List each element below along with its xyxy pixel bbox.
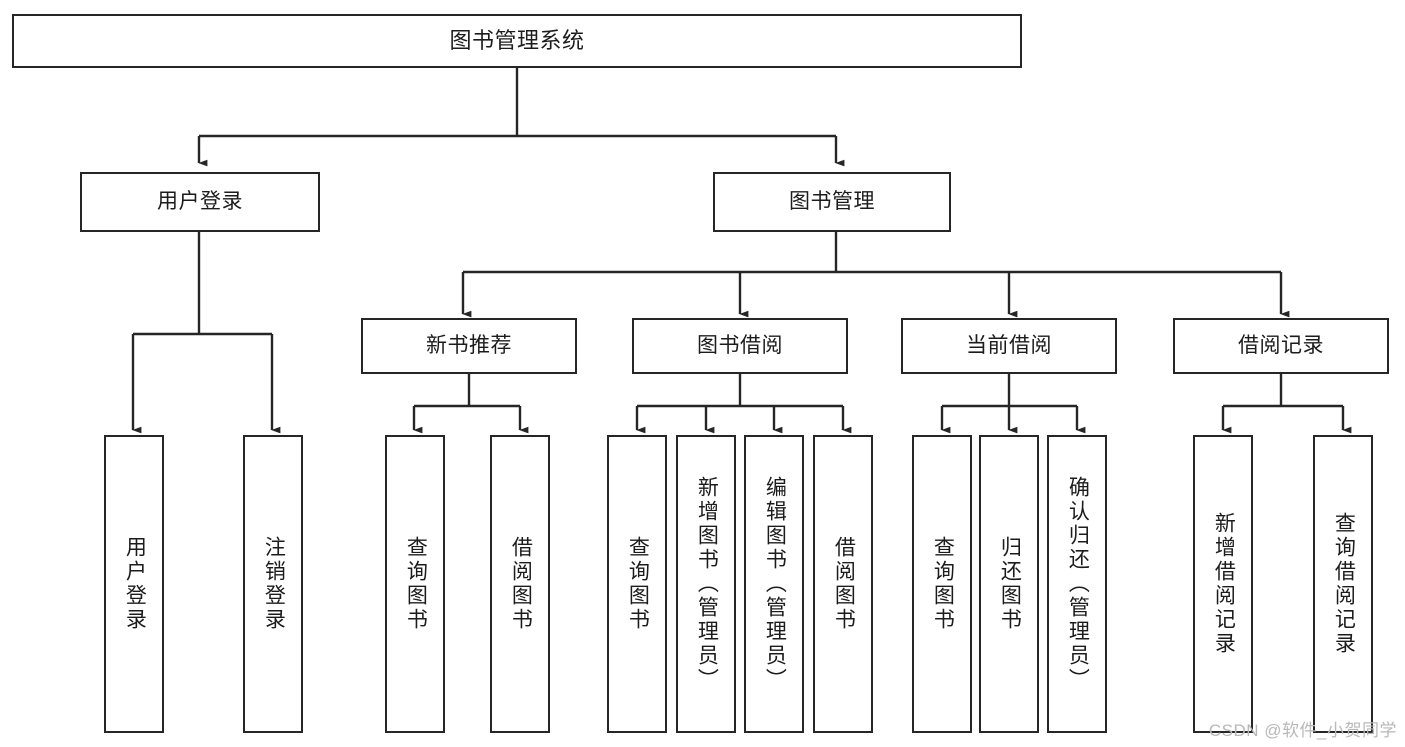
leaf-add-book-admin[interactable]: 新增图书（管理员） <box>676 435 736 733</box>
leaf-query-book-current[interactable]: 查询图书 <box>912 435 972 733</box>
node-book-borrow[interactable]: 图书借阅 <box>632 318 848 374</box>
leaf-confirm-return-admin[interactable]: 确认归还（管理员） <box>1047 435 1107 733</box>
leaf-borrow-book-recommend[interactable]: 借阅图书 <box>490 435 550 733</box>
node-book-manage[interactable]: 图书管理 <box>713 172 951 232</box>
node-current-borrow[interactable]: 当前借阅 <box>901 318 1117 374</box>
leaf-user-login[interactable]: 用户登录 <box>104 435 164 733</box>
node-new-book-recommend[interactable]: 新书推荐 <box>361 318 577 374</box>
leaf-borrow-book[interactable]: 借阅图书 <box>813 435 873 733</box>
leaf-return-book[interactable]: 归还图书 <box>979 435 1039 733</box>
node-borrow-record[interactable]: 借阅记录 <box>1173 318 1389 374</box>
leaf-logout-login[interactable]: 注销登录 <box>243 435 303 733</box>
watermark-text: CSDN @软件_小贺同学 <box>1208 721 1397 740</box>
leaf-query-book-borrow[interactable]: 查询图书 <box>607 435 667 733</box>
leaf-add-borrow-record[interactable]: 新增借阅记录 <box>1193 435 1253 733</box>
node-user-login[interactable]: 用户登录 <box>80 172 320 232</box>
leaf-edit-book-admin[interactable]: 编辑图书（管理员） <box>744 435 804 733</box>
leaf-query-borrow-record[interactable]: 查询借阅记录 <box>1313 435 1373 733</box>
node-root[interactable]: 图书管理系统 <box>12 14 1022 68</box>
leaf-query-book-recommend[interactable]: 查询图书 <box>385 435 445 733</box>
